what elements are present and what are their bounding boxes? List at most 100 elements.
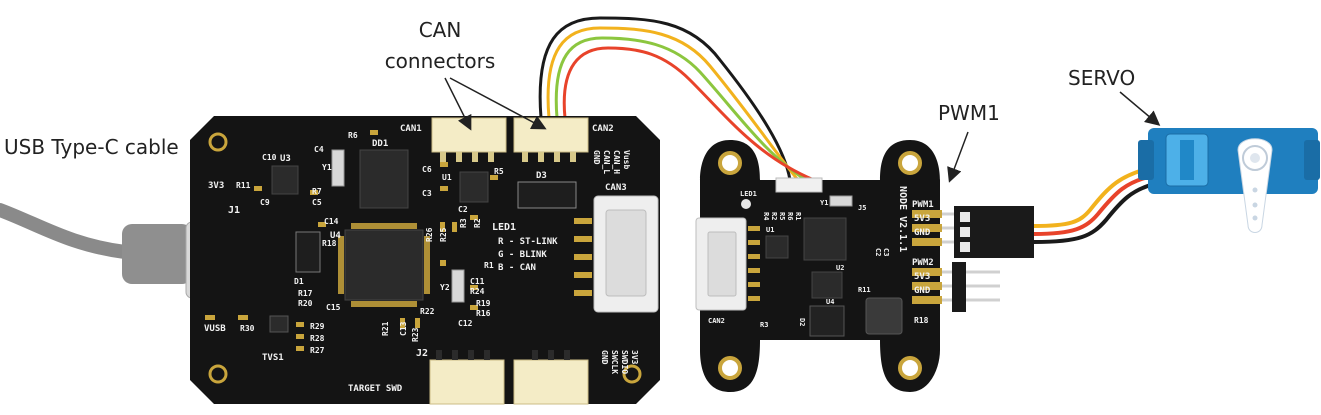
node-silk-pwm1: PWM1 — [912, 200, 934, 210]
silk-ref: R18 — [322, 239, 337, 248]
silk-ref: R17 — [298, 289, 313, 298]
silk-ref: C14 — [324, 217, 339, 226]
header-base-pwm2 — [952, 262, 966, 312]
left-board: CAN1 CAN2 CAN3 GND CAN_L CAN_H Vusb LED1… — [190, 116, 660, 404]
node-silk-ref: R4 — [762, 212, 770, 220]
silk-dd1: DD1 — [372, 139, 388, 149]
silk-ref: R24 — [470, 287, 485, 296]
silk-ref: C12 — [458, 319, 473, 328]
component-d1 — [296, 232, 320, 272]
node-regulator — [810, 306, 844, 336]
node-silk-ref: U4 — [826, 298, 834, 306]
servo-mount-tab — [1304, 140, 1320, 180]
node-silk-ref: CAN2 — [708, 317, 725, 325]
node-silk-y1: Y1 — [820, 199, 828, 207]
silk-u3: U3 — [280, 154, 291, 164]
node-silk-title: NODE V2.1.1 — [897, 186, 908, 252]
node-silk-ref: U1 — [766, 226, 774, 234]
node-silk-gnd-2: GND — [914, 286, 931, 296]
silk-ref: R27 — [310, 346, 325, 355]
silk-ref: R25 — [439, 227, 448, 242]
arrow-servo — [1120, 92, 1158, 124]
silk-can-pin: Vusb — [622, 150, 631, 169]
label-pwm1: PWM1 — [938, 101, 1000, 125]
arrow-pwm1 — [950, 132, 968, 180]
silk-can-pin: CAN_H — [612, 150, 621, 174]
mount-hole — [900, 358, 920, 378]
silk-swd-pin: SWCLK — [610, 350, 619, 374]
silk-ref: R6 — [348, 131, 358, 140]
silk-ref: C10 — [262, 153, 277, 162]
node-led1 — [741, 199, 751, 209]
node-silk-ref: R11 — [858, 286, 871, 294]
node-silk-pwm2: PWM2 — [912, 258, 934, 268]
node-silk-u2: U2 — [836, 264, 844, 272]
silk-ref: C9 — [260, 198, 270, 207]
node-silk-5v-1: 5V3 — [914, 214, 930, 224]
diode-d3 — [518, 182, 576, 208]
label-usb-cable: USB Type-C cable — [4, 135, 179, 159]
node-silk-ref: R5 — [778, 212, 786, 220]
silk-ref: R16 — [476, 309, 491, 318]
silk-ref: R21 — [381, 321, 390, 336]
silk-ref: C6 — [422, 165, 432, 174]
servo-mount-tab — [1138, 140, 1154, 180]
silk-ref: R20 — [298, 299, 313, 308]
silk-swd-pin: GND — [600, 350, 609, 365]
node-chip-u2 — [804, 218, 846, 260]
silk-ref: C15 — [326, 303, 341, 312]
usb-plug-housing — [122, 224, 192, 284]
component-tvs1 — [270, 316, 288, 332]
silk-ref: U1 — [442, 173, 452, 182]
silk-ref: C5 — [312, 198, 322, 207]
connector-can1 — [432, 118, 506, 152]
silk-swd-pin: 3V3 — [630, 350, 639, 365]
node-silk-ref: R2 — [770, 212, 778, 220]
silk-ref: C4 — [314, 145, 324, 154]
node-chip-u4 — [812, 272, 842, 298]
silk-ref: D1 — [294, 277, 304, 286]
silk-can-pin: GND — [592, 150, 601, 165]
silk-ref: R28 — [310, 334, 325, 343]
servo-label-inner — [1180, 140, 1194, 180]
silk-can2: CAN2 — [592, 124, 614, 134]
label-can-connectors-line1: CAN — [419, 18, 462, 42]
silk-target-swd: TARGET SWD — [348, 384, 403, 394]
servo-cable — [954, 168, 1154, 258]
silk-ref: R3 — [459, 218, 468, 228]
node-silk-ref: R6 — [786, 212, 794, 220]
crystal-y1 — [332, 150, 344, 186]
silk-led-legend-r: R - ST-LINK — [498, 237, 558, 247]
connector-target-swd — [514, 360, 588, 404]
silk-led1: LED1 — [492, 222, 516, 233]
silk-ref: C2 — [458, 205, 468, 214]
mount-hole — [720, 358, 740, 378]
silk-ref: R19 — [476, 299, 491, 308]
silk-tvs1: TVS1 — [262, 353, 284, 363]
silk-y2: Y2 — [440, 283, 450, 292]
connector-can2 — [514, 118, 588, 152]
mount-hole — [900, 153, 920, 173]
chip-dd1 — [360, 150, 408, 208]
servo — [1138, 128, 1320, 233]
silk-j2: J2 — [416, 348, 428, 359]
silk-can1: CAN1 — [400, 124, 422, 134]
connector-j2 — [430, 360, 504, 404]
silk-ref: R26 — [425, 227, 434, 242]
silk-ref: C11 — [470, 277, 485, 286]
silk-can3: CAN3 — [605, 183, 627, 193]
silk-j1: J1 — [228, 205, 240, 216]
silk-ref: R2 — [473, 218, 482, 228]
right-board: NODE V2.1.1 PWM1 5V3 GND PWM2 5V3 GND R1… — [696, 140, 942, 392]
silk-ref: R29 — [310, 322, 325, 331]
silk-d3: D3 — [536, 171, 547, 181]
node-chip-u1 — [766, 236, 788, 258]
node-silk-ref: D2 — [798, 318, 806, 326]
silk-3v3: 3V3 — [208, 181, 224, 191]
silk-ref: R7 — [312, 187, 322, 196]
node-silk-r18: R18 — [914, 316, 929, 325]
silk-ref: C13 — [399, 321, 408, 336]
node-silk-ref: C2 — [874, 248, 882, 256]
silk-led-legend-g: G - BLINK — [498, 250, 547, 260]
